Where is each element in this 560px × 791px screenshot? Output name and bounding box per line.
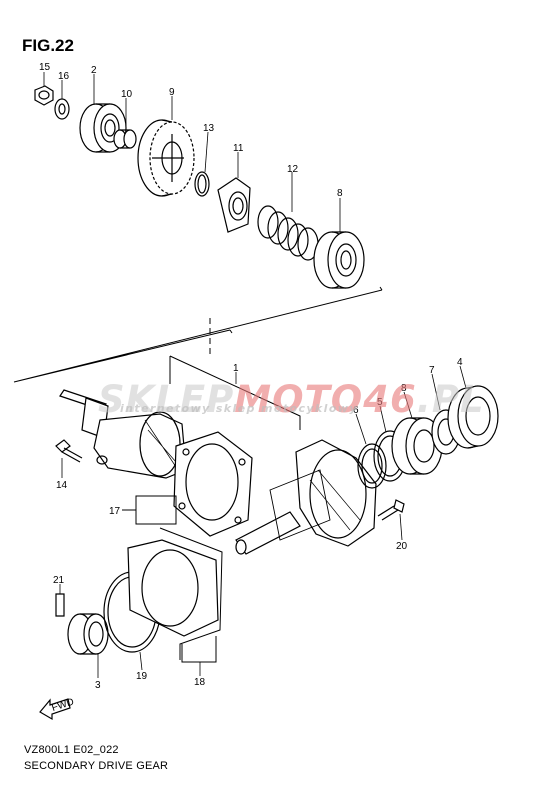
part-6-shim — [357, 443, 387, 489]
watermark-tagline: internetowy sklep motocyklowy — [120, 402, 358, 415]
callout-21: 21 — [53, 575, 65, 586]
part-10-spacer — [113, 129, 137, 149]
part-8-bearing-upper — [313, 231, 365, 289]
callout-16: 16 — [58, 71, 70, 82]
callout-8-upper: 8 — [337, 188, 343, 199]
part-4-cover — [447, 385, 499, 449]
watermark-part3: 46 — [363, 378, 417, 421]
callout-15: 15 — [39, 62, 51, 73]
part-20-bolt — [377, 499, 405, 521]
callout-10: 10 — [121, 89, 133, 100]
callout-17: 17 — [109, 506, 121, 517]
fwd-arrow-icon: FWD — [39, 696, 75, 721]
callout-11: 11 — [233, 143, 244, 154]
figure-label: FIG.22 — [22, 36, 74, 55]
part-15-nut — [34, 85, 54, 106]
callout-4: 4 — [457, 357, 463, 368]
part-9-gear — [137, 119, 195, 197]
callout-9: 9 — [169, 87, 175, 98]
diagram-title: SECONDARY DRIVE GEAR — [24, 760, 169, 772]
callout-1: 1 — [233, 363, 239, 374]
watermark-logo: SKLEPMOTO46.PL — [98, 378, 485, 421]
callout-7: 7 — [429, 365, 435, 376]
part-3-needle-bearing — [67, 613, 109, 655]
part-13-circlip — [194, 171, 210, 197]
callout-14: 14 — [56, 480, 68, 491]
part-14-bolt — [55, 439, 83, 463]
watermark-part4: .PL — [416, 378, 485, 421]
callout-12: 12 — [287, 164, 299, 175]
part-11-cam — [217, 177, 251, 233]
part-17-gasket — [173, 431, 253, 537]
part-21-pin — [55, 593, 65, 617]
part-1-shaft-left — [59, 389, 187, 479]
callout-18: 18 — [194, 677, 206, 688]
fwd-label: FWD — [50, 696, 75, 714]
model-code: VZ800L1 E02_022 — [24, 744, 119, 756]
part-1-housing — [235, 439, 377, 555]
part-12-spring — [257, 205, 319, 261]
watermark-part2: MOTO — [234, 378, 364, 421]
callout-5: 5 — [377, 397, 383, 408]
callout-19: 19 — [136, 671, 148, 682]
callout-8-lower: 8 — [401, 383, 407, 394]
callout-3: 3 — [95, 680, 101, 691]
callout-20: 20 — [396, 541, 408, 552]
callout-2: 2 — [91, 65, 97, 76]
part-18-gasket — [127, 527, 223, 660]
watermark-part1: SKLEP — [98, 378, 235, 421]
part-16-washer — [54, 98, 70, 120]
callout-13: 13 — [203, 123, 215, 134]
callout-6: 6 — [353, 405, 359, 416]
